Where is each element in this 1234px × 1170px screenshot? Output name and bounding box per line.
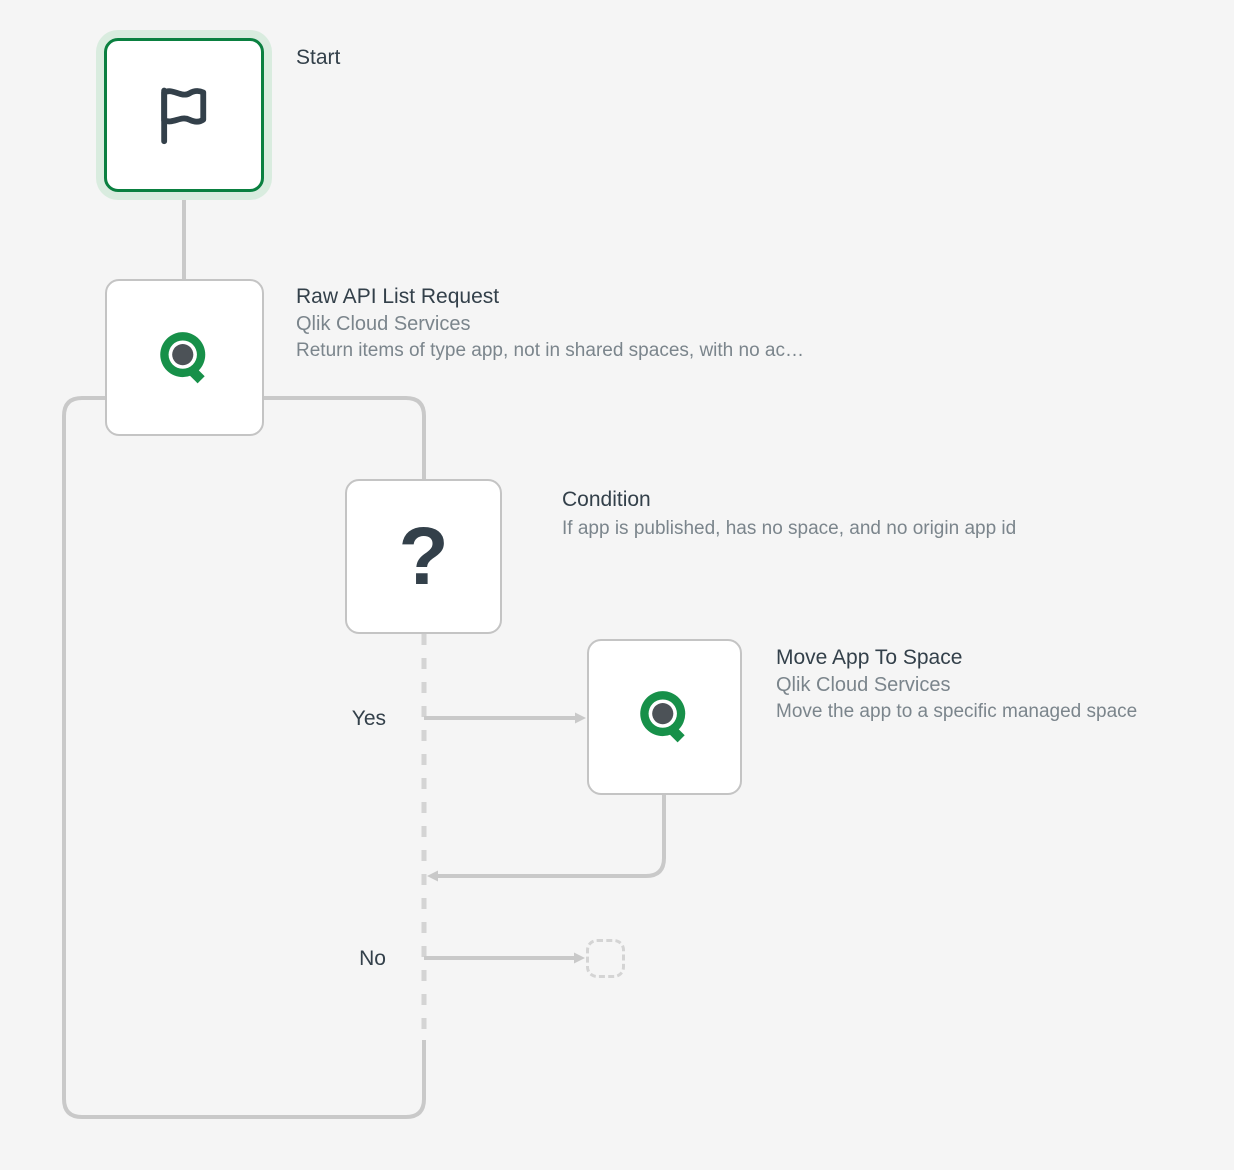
branch-label-yes: Yes xyxy=(351,707,386,730)
node-move-app-to-space[interactable] xyxy=(587,639,742,795)
connector-moveapp-return xyxy=(427,795,666,882)
qlik-logo-icon xyxy=(629,681,701,753)
branch-label-no: No xyxy=(359,947,386,970)
question-mark-icon: ? xyxy=(398,510,449,602)
connector-rawapi-to-condition xyxy=(264,396,426,479)
move-app-node-labels: Move App To Space Qlik Cloud Services Mo… xyxy=(776,644,1234,725)
raw-api-node-subtitle: Qlik Cloud Services xyxy=(296,313,471,335)
raw-api-node-description: Return items of type app, not in shared … xyxy=(296,340,804,361)
condition-node-title: Condition xyxy=(562,488,651,511)
condition-node-description: If app is published, has no space, and n… xyxy=(562,518,1017,539)
raw-api-node-title: Raw API List Request xyxy=(296,285,500,308)
move-app-node-title: Move App To Space xyxy=(776,646,963,669)
move-app-node-subtitle: Qlik Cloud Services xyxy=(776,674,951,696)
node-raw-api-list-request[interactable] xyxy=(105,279,264,436)
start-node-labels: Start xyxy=(296,44,796,72)
start-node-title: Start xyxy=(296,46,341,69)
move-app-node-description: Move the app to a specific managed space xyxy=(776,701,1138,722)
node-start[interactable] xyxy=(104,38,264,192)
node-condition[interactable]: ? xyxy=(345,479,502,634)
no-branch-add-node-placeholder[interactable] xyxy=(586,939,625,978)
raw-api-node-labels: Raw API List Request Qlik Cloud Services… xyxy=(296,283,936,364)
qlik-logo-icon xyxy=(149,322,221,394)
flag-icon xyxy=(149,80,219,150)
condition-node-labels: Condition If app is published, has no sp… xyxy=(562,486,1202,542)
